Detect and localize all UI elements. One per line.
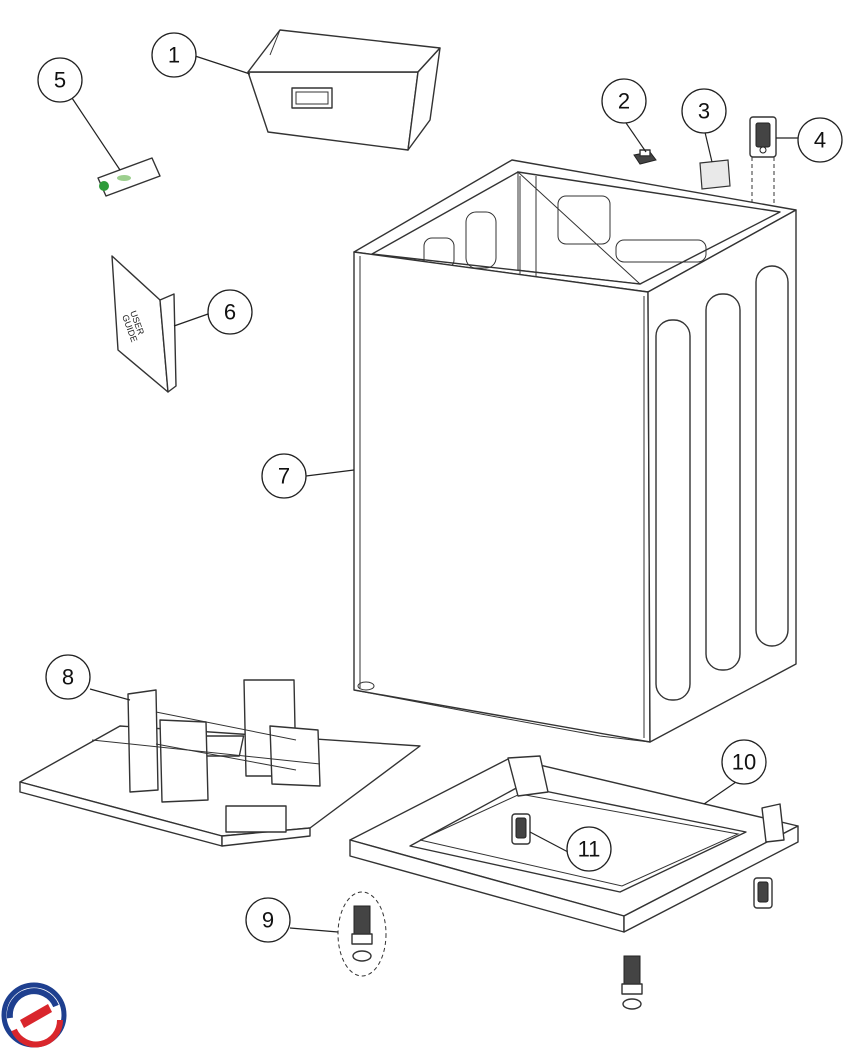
- brand-logo: [1, 982, 67, 1048]
- callout-8: 8: [45, 654, 91, 700]
- part-7-cabinet: [353, 159, 797, 743]
- svg-text:9: 9: [262, 908, 274, 933]
- callout-9: 9: [245, 897, 291, 943]
- part-6-user-guide: USER GUIDE: [111, 255, 177, 393]
- svg-text:6: 6: [224, 300, 236, 325]
- svg-text:10: 10: [732, 750, 756, 775]
- svg-text:11: 11: [578, 837, 601, 862]
- callout-5: 5: [37, 57, 83, 103]
- callout-3: 3: [681, 88, 727, 134]
- part-8-base-tray: [19, 679, 421, 847]
- callout-1: 1: [151, 32, 197, 78]
- callout-7: 7: [261, 453, 307, 499]
- svg-text:2: 2: [618, 89, 630, 114]
- svg-text:4: 4: [814, 128, 826, 153]
- callout-2: 2: [601, 78, 647, 124]
- svg-text:1: 1: [168, 43, 180, 68]
- part-9-leveling-foot: [337, 891, 643, 1010]
- part-3-plate: [699, 159, 731, 190]
- callouts: 1 2 3 4 5 6 7 8: [37, 32, 843, 943]
- part-1-drawer-box: [247, 29, 441, 151]
- leader-lines: [71, 54, 800, 933]
- svg-text:8: 8: [62, 665, 74, 690]
- callout-11: 11: [566, 826, 612, 872]
- callout-6: 6: [207, 289, 253, 335]
- part-4-latch-bracket: [749, 116, 777, 215]
- part-11-foot-bracket: [511, 813, 773, 909]
- svg-text:5: 5: [54, 68, 66, 93]
- callout-10: 10: [721, 739, 767, 785]
- svg-text:3: 3: [698, 99, 710, 124]
- callout-4: 4: [797, 117, 843, 163]
- part-5-spirit-level: [97, 157, 161, 197]
- part-2-clip: [633, 149, 657, 165]
- svg-text:7: 7: [278, 464, 290, 489]
